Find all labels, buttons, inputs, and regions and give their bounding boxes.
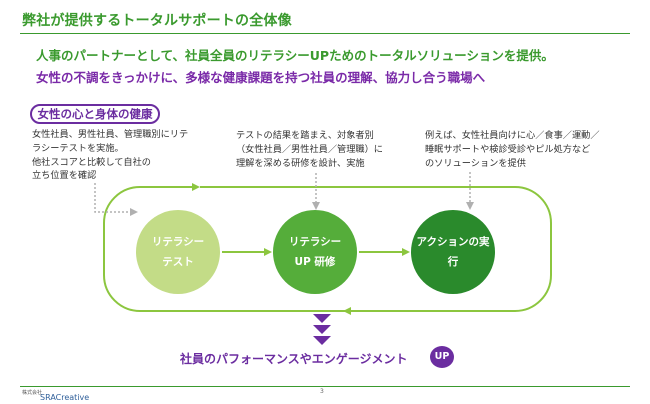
note-line: 睡眠サポートや検診受診やピル処方など [425, 143, 591, 155]
note-line: 立ち位置を確認 [32, 170, 97, 182]
note-line: 女性社員、男性社員、管理職別にリテ [32, 129, 189, 140]
page-number: 3 [320, 388, 324, 395]
theme-tag: 女性の心と身体の健康 [30, 104, 160, 124]
note-line: 例えば、女性社員向けに心／食事／運動／ [425, 130, 600, 141]
step-action: アクションの実 行 [411, 210, 495, 294]
note-line: 理解を深める研修を設計、実施 [236, 157, 365, 169]
down-arrow-3 [313, 336, 331, 345]
page-title: 弊社が提供するトータルサポートの全体像 [22, 13, 292, 29]
down-arrow-2 [313, 325, 331, 334]
step-label-line1: リテラシー [151, 236, 205, 248]
note-line: 他社スコアと比較して自社の [32, 156, 151, 168]
note-literacy-training: テストの結果を踏まえ、対象者別 （女性社員／男性社員／管理職）に 理解を深める研… [236, 129, 383, 170]
note-line: （女性社員／男性社員／管理職）に [236, 143, 383, 155]
step-label-line1: リテラシー [288, 236, 342, 248]
headline-partner: 人事のパートナーとして、社員全員のリテラシーUPためのトータルソリューションを提… [36, 48, 554, 63]
step-literacy-test: リテラシー テスト [136, 210, 220, 294]
up-badge: UP [430, 346, 454, 368]
footer-divider [20, 386, 630, 387]
note-line: テストの結果を踏まえ、対象者別 [236, 130, 374, 141]
step-label-line2: UP 研修 [294, 256, 336, 268]
note-line: ラシーテストを実施。 [32, 142, 124, 154]
step-label-line2: 行 [447, 256, 459, 268]
cycle-loop [103, 186, 552, 312]
step-literacy-up-training: リテラシー UP 研修 [273, 210, 357, 294]
title-divider [20, 33, 630, 34]
step-label-line1: アクションの実 [416, 236, 490, 248]
note-literacy-test: 女性社員、男性社員、管理職別にリテ ラシーテストを実施。 他社スコアと比較して自… [32, 128, 188, 183]
outcome-text: 社員のパフォーマンスやエンゲージメント [180, 352, 408, 366]
leader-left [94, 183, 138, 216]
down-arrow-1 [313, 314, 331, 323]
note-action: 例えば、女性社員向けに心／食事／運動／ 睡眠サポートや検診受診やピル処方など の… [425, 129, 600, 170]
step-label-line2: テスト [162, 256, 194, 268]
footer-brand-logo: SRACreative [40, 393, 90, 402]
footer-corp-label: 株式会社 [22, 390, 43, 396]
note-line: のソリューションを提供 [425, 157, 526, 169]
headline-workplace: 女性の不調をきっかけに、多様な健康課題を持つ社員の理解、協力し合う職場へ [36, 70, 486, 85]
